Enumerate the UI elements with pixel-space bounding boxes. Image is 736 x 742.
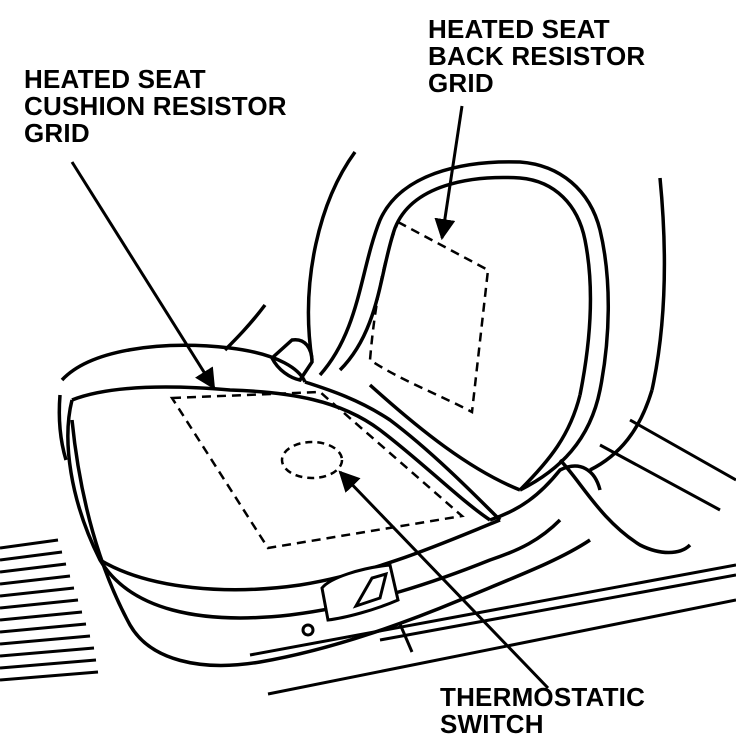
label-line: CUSHION RESISTOR: [24, 91, 287, 121]
label-line: HEATED SEAT: [24, 64, 206, 94]
arrow-cushion-grid: [70, 161, 216, 390]
label-thermostatic-switch: THERMOSTATIC SWITCH: [440, 684, 645, 738]
label-line: GRID: [428, 68, 494, 98]
label-cushion-resistor-grid: HEATED SEAT CUSHION RESISTOR GRID: [24, 66, 287, 147]
back-resistor-grid: [368, 220, 490, 414]
leader-arrows: [70, 105, 550, 690]
label-line: BACK RESISTOR: [428, 41, 646, 71]
thermostatic-switch-outline: [280, 440, 344, 480]
arrow-thermostatic-switch: [338, 470, 550, 690]
seat-knob: [269, 338, 314, 382]
floor-rails: [249, 418, 736, 696]
label-line: THERMOSTATIC: [440, 682, 646, 712]
label-line: HEATED SEAT: [428, 14, 610, 44]
arrow-back-grid: [434, 105, 464, 241]
seat-cushion: [57, 343, 602, 668]
seat-adjust-lever: [301, 563, 400, 637]
label-back-resistor-grid: HEATED SEAT BACK RESISTOR GRID: [428, 16, 645, 97]
label-line: SWITCH: [440, 709, 544, 739]
label-line: GRID: [24, 118, 90, 148]
floor-hatching: [0, 538, 99, 682]
cushion-resistor-grid: [169, 390, 465, 550]
seat-back: [223, 150, 692, 555]
